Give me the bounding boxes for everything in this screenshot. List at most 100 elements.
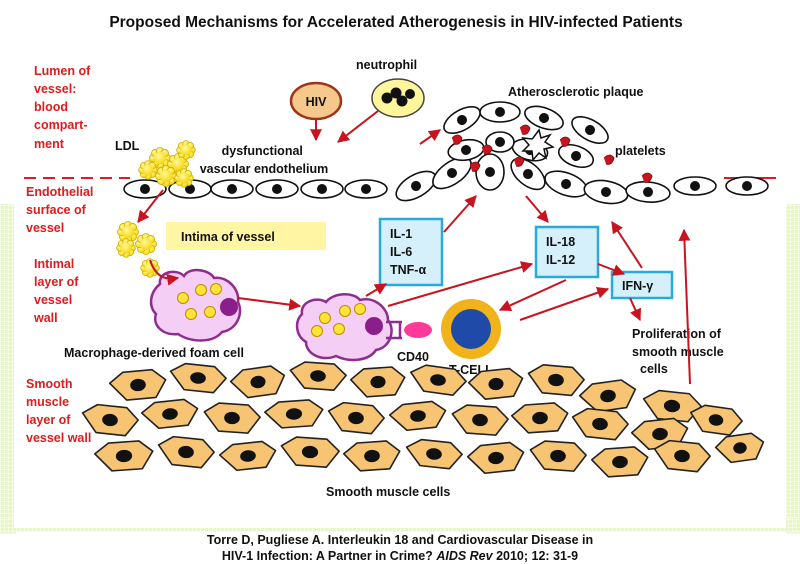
plaque-cell	[571, 115, 609, 145]
plaque-cell	[557, 143, 595, 169]
arrow-tcell-to-ifn	[519, 286, 610, 321]
atherosclerotic-plaque-label: Atherosclerotic plaque	[508, 85, 643, 99]
platelet	[519, 124, 531, 135]
ldl-particle	[116, 238, 136, 258]
smooth-muscle-cell	[229, 365, 286, 399]
platelet	[559, 136, 571, 147]
neutrophil-cell	[371, 78, 425, 118]
neutrophil-label: neutrophil	[356, 58, 417, 72]
svg-text:TNF-α: TNF-α	[390, 263, 426, 277]
smooth-muscle-cell	[529, 440, 587, 472]
platelet	[469, 161, 481, 172]
citation-line-1: Torre D, Pugliese A. Interleukin 18 and …	[206, 533, 594, 547]
smooth-muscle-cell	[388, 400, 447, 432]
smooth-muscle-cell	[571, 407, 629, 441]
arrow-macrophage-to-macrophage	[237, 297, 302, 311]
citation-journal: AIDS Rev	[436, 549, 493, 563]
smooth-muscle-cell	[349, 366, 406, 398]
arrow-il18-to-tcell	[498, 279, 567, 311]
smooth-muscle-cell	[714, 432, 765, 464]
arrow-endothelium-to-plaque	[419, 129, 441, 145]
proliferation-label: Proliferation of smooth muscle cells	[632, 327, 727, 376]
layer-label-smooth-muscle: Smooth muscle layer of vessel wall	[26, 377, 91, 445]
smooth-muscle-cell	[169, 362, 227, 394]
smooth-muscle-cell	[342, 440, 401, 472]
smooth-muscle-cell	[590, 446, 649, 478]
cytokine-box-ifn-gamma: IFN-γ	[610, 270, 674, 300]
endothelial-cell	[255, 179, 299, 199]
smooth-muscle-cell	[466, 441, 525, 475]
endothelial-cell	[583, 179, 629, 205]
smooth-muscle-cell	[653, 439, 711, 473]
plaque-cell	[485, 131, 515, 153]
ldl-particle	[174, 168, 194, 188]
endothelial-cell	[725, 176, 769, 196]
background-stripe-left	[0, 204, 16, 534]
ldl-particle	[135, 233, 157, 255]
t-cell	[441, 299, 501, 359]
intima-box	[166, 222, 326, 250]
platelet	[513, 156, 525, 167]
arrow-il18-to-ifn	[597, 263, 626, 276]
ldl-particles	[116, 140, 196, 278]
smooth-muscle-cell	[263, 399, 324, 429]
arrow-macrophage-to-il1	[365, 283, 388, 297]
layer-label-endothelial: Endothelial surface of vessel	[26, 185, 97, 235]
endothelial-cell	[673, 176, 717, 196]
cytokine-box-il1-il6-tnf: IL-1 IL-6 TNF-α	[378, 217, 444, 287]
smooth-muscle-cell	[510, 402, 569, 434]
hiv-label: HIV	[306, 95, 328, 109]
arrow-plaque-to-il18	[525, 195, 549, 223]
hiv-virus: HIV	[289, 81, 343, 121]
smooth-muscle-cell	[289, 361, 347, 391]
smooth-muscle-cell	[451, 404, 509, 436]
intima-label: Intima of vessel	[181, 230, 275, 244]
svg-text:IFN-γ: IFN-γ	[622, 279, 653, 293]
plaque-cell	[479, 101, 521, 123]
macrophage-foam-cell-1	[149, 268, 242, 342]
platelets-label: platelets	[615, 144, 666, 158]
endothelial-cell	[475, 153, 505, 191]
endothelial-cell	[432, 156, 472, 190]
platelet	[641, 172, 653, 183]
platelet	[603, 154, 615, 165]
smooth-muscle-cell	[140, 398, 199, 430]
ldl-particle	[176, 140, 196, 160]
svg-text:IL-1: IL-1	[390, 227, 412, 241]
smooth-muscle-cell	[203, 402, 261, 434]
activated-platelet-cell	[521, 128, 555, 162]
smooth-muscle-cell	[93, 440, 154, 472]
smooth-muscle-cell	[280, 436, 340, 468]
arrow-macrophage-to-il18	[387, 261, 534, 307]
platelet	[481, 144, 493, 155]
svg-text:IL-18: IL-18	[546, 235, 575, 249]
smooth-muscle-cell	[410, 364, 467, 397]
ldl-particle	[155, 165, 177, 187]
layer-label-intimal: Intimal layer of vessel wall	[33, 257, 82, 325]
arrow-ifn-to-proliferation	[629, 297, 641, 322]
arrow-il1-to-plaque	[443, 195, 477, 233]
smooth-muscle-cell	[218, 440, 277, 472]
atherosclerotic-plaque	[443, 101, 653, 183]
svg-text:IL-6: IL-6	[390, 245, 412, 259]
atherogenesis-diagram: Proposed Mechanisms for Accelerated Athe…	[24, 14, 776, 499]
endothelial-cell	[300, 179, 344, 199]
citation-line-2: HIV-1 Infection: A Partner in Crime? AID…	[221, 549, 579, 563]
smooth-muscle-cell	[327, 401, 385, 435]
arrow-ifn-to-plaque	[611, 220, 643, 269]
plaque-cell	[443, 105, 481, 135]
smooth-muscle-cell	[467, 367, 524, 400]
endothelium-layer	[123, 153, 769, 205]
smooth-muscle-cells-label: Smooth muscle cells	[326, 485, 450, 499]
endothelial-cell	[344, 179, 388, 199]
diagram-title: Proposed Mechanisms for Accelerated Athe…	[109, 14, 682, 31]
smooth-muscle-cell	[527, 364, 585, 397]
endothelial-cell	[210, 179, 254, 199]
endothelial-cell	[123, 179, 167, 199]
cd40-label: CD40	[397, 350, 429, 364]
smooth-muscle-cell	[405, 438, 463, 470]
arrow-neutrophil-to-endothelium	[337, 110, 379, 143]
smooth-muscle-cell	[108, 368, 167, 401]
endothelial-cell	[544, 170, 588, 198]
arrow-ldl-to-macrophage	[149, 259, 180, 286]
